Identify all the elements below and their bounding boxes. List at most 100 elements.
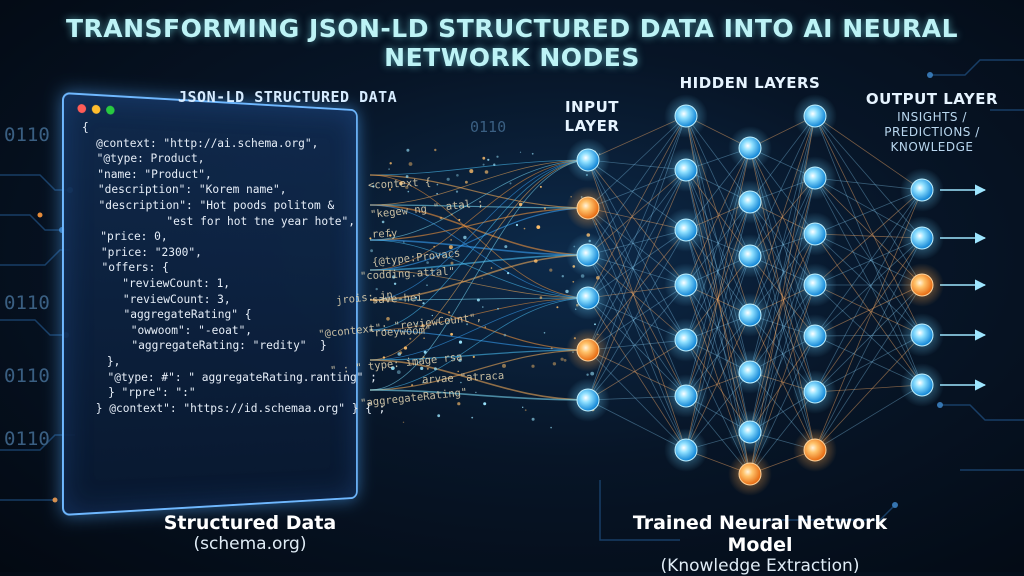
network-node: [738, 462, 762, 486]
stream-curve: [369, 359, 591, 401]
network-node: [738, 244, 762, 268]
particle: [433, 245, 436, 248]
particle: [496, 155, 499, 158]
code-line: "price: "2300",: [87, 245, 202, 259]
connection: [685, 169, 751, 316]
network-node: [576, 243, 600, 267]
network-node: [674, 328, 698, 352]
network-node: [738, 360, 762, 384]
stream-curve: [369, 159, 591, 361]
connection: [685, 229, 751, 373]
stream-curve: [369, 389, 591, 401]
connection: [587, 229, 687, 401]
particle: [370, 249, 373, 253]
connection: [749, 314, 816, 451]
connection: [814, 284, 923, 386]
particle: [536, 225, 541, 230]
connection: [749, 115, 816, 316]
particle: [426, 367, 429, 370]
right-caption-sub: (Knowledge Extraction): [660, 556, 860, 576]
particle: [405, 175, 409, 178]
particle: [523, 227, 526, 230]
connection: [814, 115, 923, 239]
connection: [749, 177, 816, 316]
particle: [436, 183, 439, 186]
connection: [749, 147, 816, 286]
particle: [434, 148, 437, 152]
stream-curve: [369, 174, 591, 299]
code-line: "price: 0,: [86, 230, 168, 244]
connection: [685, 255, 751, 451]
connection: [685, 147, 751, 341]
code-line: "offers: {: [88, 261, 169, 275]
connection: [814, 237, 923, 337]
network-node: [803, 222, 827, 246]
particle: [522, 406, 524, 408]
network-node: [576, 338, 600, 362]
particle: [482, 306, 484, 308]
particle: [431, 314, 433, 317]
stream-curve: [369, 207, 591, 271]
particle: [594, 323, 596, 326]
network-node: [738, 303, 762, 327]
json-ld-code: { @context: "http://ai.schema.org", "@ty…: [82, 120, 385, 416]
particle: [561, 275, 564, 278]
connection: [587, 297, 687, 451]
particle: [405, 185, 409, 190]
connection: [685, 201, 751, 341]
stream-curve: [369, 204, 591, 209]
connection: [814, 189, 923, 393]
particle: [411, 384, 414, 387]
network-node: [910, 323, 934, 347]
connection: [814, 334, 923, 451]
code-line: "reviewCount: 3,: [89, 292, 231, 306]
particle: [482, 156, 486, 160]
particle: [437, 414, 441, 418]
particle: [440, 321, 442, 323]
stream-curve: [369, 297, 591, 301]
particle: [466, 323, 469, 326]
connection: [587, 159, 687, 286]
connection: [587, 207, 687, 341]
code-line: "owwoom": "-eoat",: [90, 323, 253, 337]
particle: [446, 177, 450, 181]
network-node: [674, 104, 698, 128]
particle: [406, 148, 410, 152]
connection: [749, 115, 816, 257]
network-node: [738, 420, 762, 444]
particle: [539, 296, 543, 299]
network-node: [910, 226, 934, 250]
connection: [685, 201, 751, 397]
code-line: "description": "Korem name",: [84, 183, 287, 197]
connection: [814, 189, 923, 286]
network-node: [674, 218, 698, 242]
network-node: [910, 273, 934, 297]
particle: [531, 417, 535, 421]
code-line: {: [82, 121, 89, 134]
particle: [457, 402, 461, 406]
particle: [421, 324, 425, 328]
particle: [502, 363, 506, 368]
particle: [403, 241, 405, 243]
stream-curve: [369, 159, 591, 271]
particle: [386, 317, 390, 321]
code-line: },: [93, 354, 121, 368]
particle: [539, 185, 542, 188]
particle: [458, 218, 461, 221]
particle: [407, 190, 410, 193]
stream-curve: [369, 204, 591, 299]
particle: [420, 366, 424, 370]
stream-curve: [369, 239, 591, 299]
particle: [472, 355, 475, 358]
left-caption-main: Structured Data: [163, 512, 337, 534]
binary-text: 0110: [4, 365, 50, 387]
particle: [422, 356, 425, 359]
particle: [550, 347, 553, 350]
particle: [483, 402, 487, 406]
stream-curve: [369, 349, 591, 391]
particle: [560, 357, 564, 361]
particle: [422, 381, 424, 384]
particle: [426, 284, 428, 286]
connection: [587, 284, 687, 401]
particle: [381, 220, 385, 224]
